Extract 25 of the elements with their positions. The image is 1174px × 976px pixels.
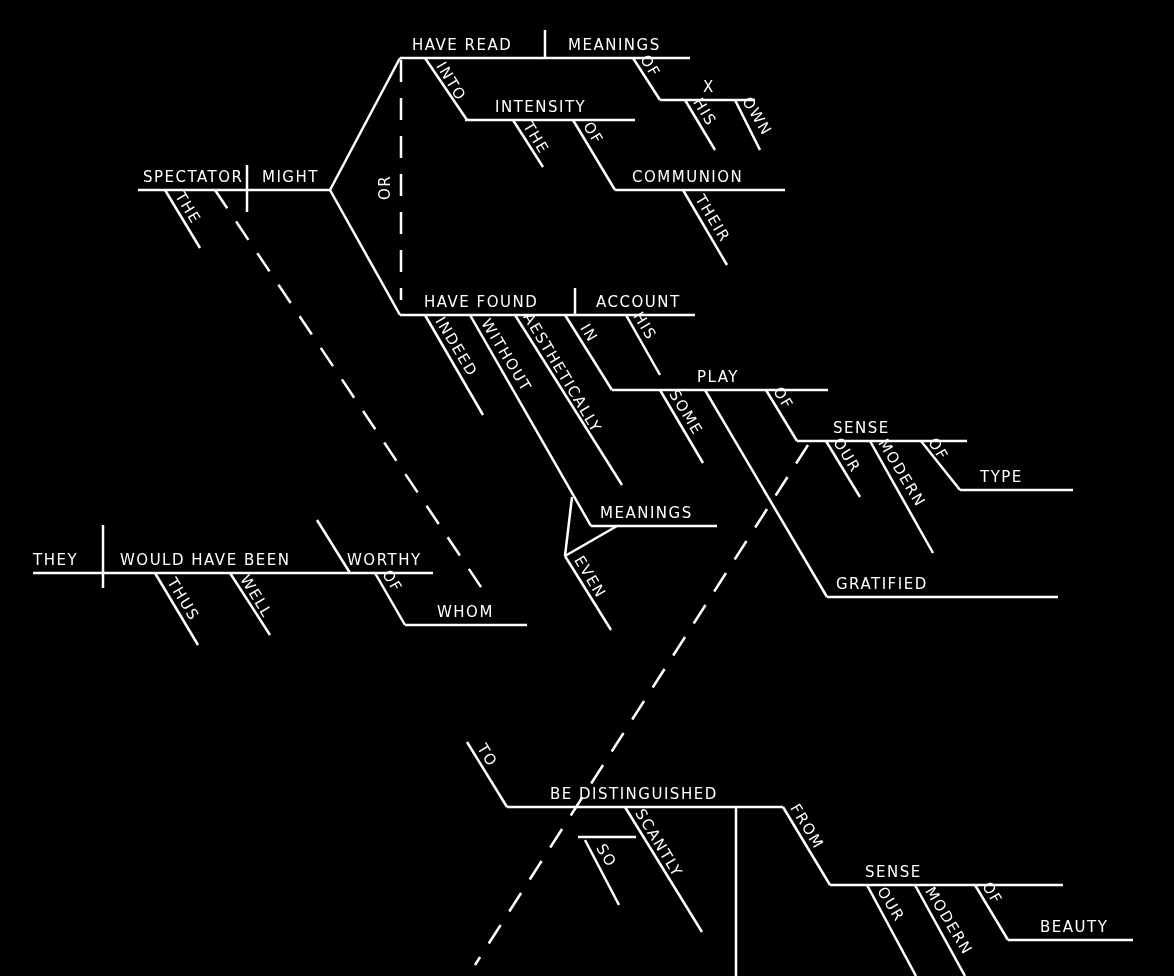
diagram-word: SENSE [833, 420, 890, 436]
diagram-word: OR [377, 174, 393, 200]
diagram-word: OF [580, 118, 607, 148]
diagram-word: MEANINGS [600, 505, 693, 521]
diagram-word: BE DISTINGUISHED [550, 786, 718, 802]
diagram-word: MEANINGS [568, 37, 661, 53]
diagram-word: SPECTATOR [143, 169, 244, 185]
diagram-word: TYPE [980, 469, 1023, 485]
diagram-word: ACCOUNT [596, 294, 681, 310]
diagram-word: SENSE [865, 864, 922, 880]
diagram-word: HAVE READ [412, 37, 513, 53]
diagram-word: WORTHY [347, 552, 422, 568]
diagram-word: GRATIFIED [836, 576, 928, 592]
diagram-word: MIGHT [262, 169, 319, 185]
diagram-word: COMMUNION [632, 169, 744, 185]
diagram-word: SO [593, 840, 620, 870]
diagram-word: BEAUTY [1040, 919, 1109, 935]
diagram-word: HAVE FOUND [424, 294, 539, 310]
diagram-word: TO [474, 740, 501, 770]
diagram-word: WHOM [437, 604, 494, 620]
diagram-word: WOULD HAVE BEEN [120, 552, 291, 568]
diagram-word: X [703, 79, 715, 95]
diagram-word: PLAY [697, 369, 739, 385]
diagram-word: INTENSITY [495, 99, 587, 115]
diagram-word: THEY [33, 552, 79, 568]
